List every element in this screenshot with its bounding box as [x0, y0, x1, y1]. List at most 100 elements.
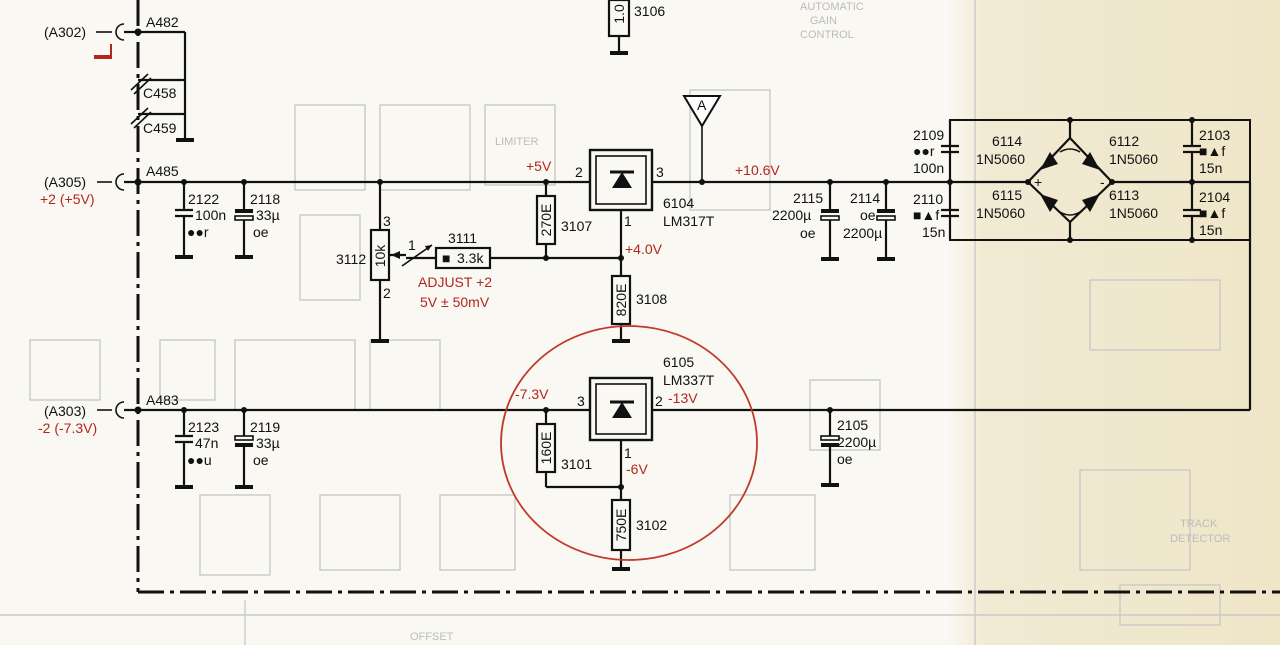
capacitor-c2122: 2122 100n ●●r — [175, 179, 226, 259]
net-a483-label: A483 — [146, 392, 179, 408]
test-point-a: A — [682, 95, 722, 185]
svg-text:■▲f: ■▲f — [1199, 143, 1225, 159]
svg-text:3.3k: 3.3k — [457, 250, 484, 266]
svg-text:3108: 3108 — [636, 291, 667, 307]
svg-text:6115: 6115 — [992, 187, 1022, 203]
diode-6112 — [1082, 152, 1100, 170]
potentiometer-r3112: 10k 3 2 1 3112 — [336, 179, 433, 343]
svg-text:3112: 3112 — [336, 251, 366, 267]
svg-text:2122: 2122 — [188, 191, 219, 207]
resistor-r3108: 820E 3108 — [610, 274, 667, 343]
svg-text:1N5060: 1N5060 — [976, 151, 1025, 167]
resistor-r3106: 1.0 3106 — [607, 0, 665, 55]
svg-text:3102: 3102 — [636, 517, 667, 533]
svg-text:2200µ: 2200µ — [843, 225, 882, 241]
svg-text:3106: 3106 — [634, 3, 665, 19]
svg-text:3: 3 — [383, 213, 391, 229]
connector-a305-label: (A305) — [44, 174, 86, 190]
svg-text:15n: 15n — [1199, 160, 1222, 176]
connector-a303-label: (A303) — [44, 403, 86, 419]
connector-a303-voltage: -2 (-7.3V) — [38, 420, 97, 436]
svg-text:1: 1 — [624, 445, 632, 461]
svg-text:2200µ: 2200µ — [837, 434, 876, 450]
resistor-r3107: 270E 3107 — [535, 179, 592, 258]
svg-text:2123: 2123 — [188, 419, 219, 435]
svg-text:820E: 820E — [613, 284, 629, 317]
resistor-r3102: 750E 3102 — [610, 498, 667, 571]
svg-text:C458: C458 — [143, 85, 177, 101]
svg-text:2104: 2104 — [1199, 189, 1230, 205]
svg-text:15n: 15n — [922, 224, 945, 240]
bridge-minus: - — [1100, 174, 1105, 190]
net-a485-label: A485 — [146, 163, 179, 179]
svg-text:2109: 2109 — [913, 127, 944, 143]
capacitor-c459: C459 — [130, 107, 185, 136]
svg-text:oe: oe — [860, 207, 876, 223]
svg-text:●●u: ●●u — [187, 452, 212, 468]
resistor-r3111: ■ 3.3k 3111 — [434, 230, 492, 270]
capacitor-c2110: 2110 ■▲f 15n — [913, 182, 959, 240]
svg-text:2110: 2110 — [913, 191, 943, 207]
svg-text:oe: oe — [800, 225, 816, 241]
svg-text:3107: 3107 — [561, 218, 592, 234]
svg-text:2105: 2105 — [837, 417, 868, 433]
svg-text:6105: 6105 — [663, 354, 694, 370]
svg-text:AUTOMATIC: AUTOMATIC — [800, 1, 864, 13]
regulator-6105: 3 2 1 6105 LM337T — [577, 354, 715, 500]
svg-text:10k: 10k — [372, 244, 388, 268]
svg-text:TRACK: TRACK — [1180, 518, 1218, 530]
voltage-plus4: +4.0V — [625, 241, 663, 257]
svg-text:1N5060: 1N5060 — [976, 205, 1025, 221]
voltage-minus7-3: -7.3V — [515, 386, 549, 402]
svg-text:270E: 270E — [538, 204, 554, 237]
voltage-plus10-6: +10.6V — [735, 162, 780, 178]
svg-text:■▲f: ■▲f — [1199, 205, 1225, 221]
svg-text:6104: 6104 — [663, 195, 694, 211]
svg-text:750E: 750E — [613, 509, 629, 542]
svg-text:3: 3 — [577, 393, 585, 409]
svg-text:6112: 6112 — [1109, 133, 1139, 149]
svg-text:47n: 47n — [195, 435, 218, 451]
svg-text:●●r: ●●r — [187, 224, 209, 240]
voltage-plus5: +5V — [526, 158, 552, 174]
svg-text:33µ: 33µ — [256, 207, 280, 223]
svg-text:LM337T: LM337T — [663, 372, 715, 388]
svg-text:C459: C459 — [143, 120, 177, 136]
capacitor-c2118: 2118 33µ oe — [234, 179, 280, 259]
svg-text:DETECTOR: DETECTOR — [1170, 533, 1230, 545]
adjust-tolerance: 5V ± 50mV — [420, 294, 490, 310]
svg-text:oe: oe — [837, 451, 853, 467]
svg-text:2119: 2119 — [250, 419, 280, 435]
svg-text:6113: 6113 — [1109, 187, 1139, 203]
svg-text:2115: 2115 — [793, 190, 823, 206]
svg-text:1N5060: 1N5060 — [1109, 205, 1158, 221]
svg-text:GAIN: GAIN — [810, 15, 837, 27]
svg-text:1.0: 1.0 — [611, 4, 627, 24]
capacitor-c2114: 2114 oe 2200µ — [843, 179, 896, 261]
svg-text:oe: oe — [253, 452, 269, 468]
adjust-note: ADJUST +2 — [418, 274, 492, 290]
svg-text:LIMITER: LIMITER — [495, 136, 538, 148]
capacitor-c2119: 2119 33µ oe — [234, 407, 280, 489]
svg-text:●●r: ●●r — [913, 143, 935, 159]
regulator-6104: 2 3 1 6104 LM317T — [575, 148, 715, 276]
highlight-circle — [500, 325, 758, 561]
svg-text:LM317T: LM317T — [663, 213, 715, 229]
svg-text:2: 2 — [655, 393, 663, 409]
voltage-minus6: -6V — [626, 461, 648, 477]
connector-a305-voltage: +2 (+5V) — [40, 191, 94, 207]
bridge-plus: + — [1034, 174, 1042, 190]
svg-text:15n: 15n — [1199, 222, 1222, 238]
svg-text:6114: 6114 — [992, 133, 1022, 149]
svg-text:160E: 160E — [538, 432, 554, 465]
svg-text:3111: 3111 — [448, 230, 477, 246]
board-boundary — [136, 0, 1280, 594]
svg-text:3: 3 — [656, 164, 664, 180]
svg-text:2200µ: 2200µ — [772, 207, 811, 223]
svg-text:2114: 2114 — [850, 190, 880, 206]
voltage-minus13: -13V — [668, 390, 698, 406]
diode-6113 — [1082, 194, 1100, 212]
svg-text:2: 2 — [575, 164, 583, 180]
